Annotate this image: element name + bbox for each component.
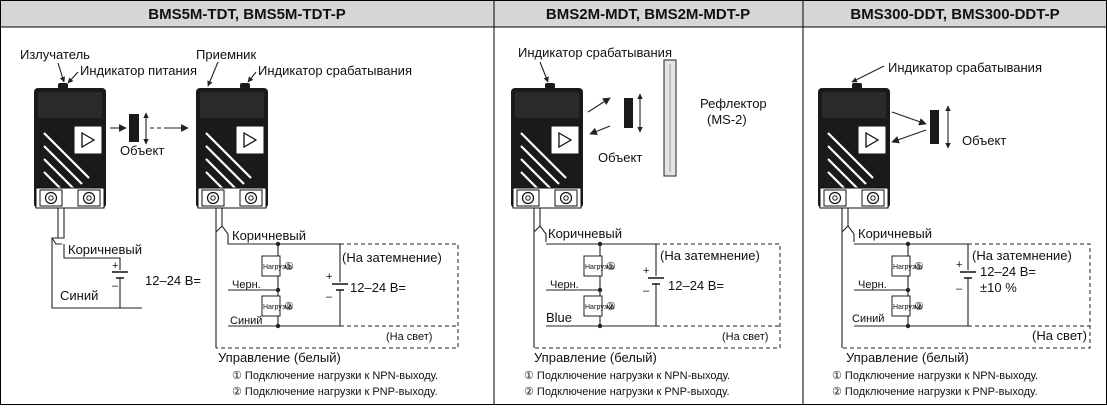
receiver-black-label: Черн. <box>232 279 261 291</box>
object-target <box>129 114 139 142</box>
control-label: Управление (белый) <box>534 350 657 365</box>
operation-indicator-label: Индикатор срабатывания <box>258 63 412 78</box>
circle-1-marker: ① <box>914 261 924 273</box>
receiver-label: Приемник <box>196 47 256 62</box>
note-pnp: ② Подключение нагрузки к PNP-выходу. <box>524 386 730 398</box>
brown-label: Коричневый <box>858 226 932 241</box>
receiver-sensor <box>194 86 270 210</box>
panel2-title: BMS2M-MDT, BMS2M-MDT-P <box>546 6 750 23</box>
light-on-label: (На свет) <box>722 331 768 343</box>
note-npn: ① Подключение нагрузки к NPN-выходу. <box>832 370 1038 382</box>
panel1-title: BMS5M-TDT, BMS5M-TDT-P <box>148 6 346 23</box>
blue-label: Blue <box>546 310 572 325</box>
minus-sign: – <box>326 291 333 303</box>
load-box-npn <box>891 255 911 277</box>
light-on-label: (На свет) <box>1032 328 1087 343</box>
diffuse-sensor <box>816 86 892 210</box>
operation-indicator-label: Индикатор срабатывания <box>888 60 1042 75</box>
voltage-label: 12–24 В= <box>668 278 724 293</box>
emitter-label: Излучатель <box>20 47 90 62</box>
circle-1-marker: ① <box>606 261 616 273</box>
plus-sign: + <box>326 271 332 283</box>
power-indicator-label: Индикатор питания <box>80 63 197 78</box>
object-label: Объект <box>962 133 1006 148</box>
load-label-1: Нагрузка <box>893 264 922 271</box>
emitter-blue-label: Синий <box>60 288 98 303</box>
emitter-sensor <box>32 86 108 210</box>
power-indicator-led <box>58 83 68 89</box>
dark-on-label: (На затемнение) <box>972 248 1072 263</box>
brown-label: Коричневый <box>548 226 622 241</box>
load-box-pnp <box>261 295 281 317</box>
panel2-diagram: Индикатор срабатывания Объект Рефлектор … <box>509 45 781 398</box>
operation-indicator-led <box>240 83 250 89</box>
load-box-pnp <box>583 295 603 317</box>
minus-sign: – <box>956 283 963 295</box>
panel3-title: BMS300-DDT, BMS300-DDT-P <box>850 6 1059 23</box>
load-label-2: Нагрузка <box>263 304 292 311</box>
receiver-brown-label: Коричневый <box>232 228 306 243</box>
load-label-2: Нагрузка <box>585 304 614 311</box>
voltage-label: 12–24 В= <box>980 264 1036 279</box>
control-label: Управление (белый) <box>846 350 969 365</box>
plus-sign: + <box>643 265 649 277</box>
emitter-brown-label: Коричневый <box>68 242 142 257</box>
note-npn: ① Подключение нагрузки к NPN-выходу. <box>524 370 730 382</box>
plus-sign: + <box>956 259 962 271</box>
load-label-2: Нагрузка <box>893 304 922 311</box>
load-box-pnp <box>891 295 911 317</box>
reflector-label: Рефлектор <box>700 96 767 111</box>
object-target <box>930 110 939 144</box>
dark-on-label: (На затемнение) <box>660 248 760 263</box>
object-label: Объект <box>598 150 642 165</box>
dark-on-label: (На затемнение) <box>342 250 442 265</box>
reflector-model: (MS-2) <box>707 112 747 127</box>
load-box-npn <box>261 255 281 277</box>
plus-sign: + <box>112 260 118 272</box>
tolerance-label: ±10 % <box>980 280 1017 295</box>
control-label: Управление (белый) <box>218 350 341 365</box>
load-label-1: Нагрузка <box>263 264 292 271</box>
load-box-npn <box>583 255 603 277</box>
circle-2-marker: ② <box>284 301 294 313</box>
panel3-diagram: Индикатор срабатывания Объект Коричневый… <box>816 60 1091 398</box>
load-label-1: Нагрузка <box>585 264 614 271</box>
note-pnp: ② Подключение нагрузки к PNP-выходу. <box>832 386 1038 398</box>
circle-2-marker: ② <box>606 301 616 313</box>
note-pnp: ② Подключение нагрузки к PNP-выходу. <box>232 386 438 398</box>
header-bar <box>1 1 1106 27</box>
black-label: Черн. <box>550 279 579 291</box>
circle-2-marker: ② <box>914 301 924 313</box>
object-target <box>624 98 633 128</box>
operation-indicator-label: Индикатор срабатывания <box>518 45 672 60</box>
light-on-label: (На свет) <box>386 331 432 343</box>
emitter-voltage-label: 12–24 В= <box>145 273 201 288</box>
minus-sign: – <box>643 285 650 297</box>
object-label: Объект <box>120 143 164 158</box>
minus-sign: – <box>112 280 119 292</box>
note-npn: ① Подключение нагрузки к NPN-выходу. <box>232 370 438 382</box>
panel1-diagram: Излучатель Индикатор питания Объект Прие… <box>20 47 459 398</box>
receiver-blue-label: Синий <box>230 315 262 327</box>
retro-sensor <box>509 86 585 210</box>
circle-1-marker: ① <box>284 261 294 273</box>
black-label: Черн. <box>858 279 887 291</box>
receiver-voltage-label: 12–24 В= <box>350 280 406 295</box>
blue-label: Синий <box>852 313 884 325</box>
